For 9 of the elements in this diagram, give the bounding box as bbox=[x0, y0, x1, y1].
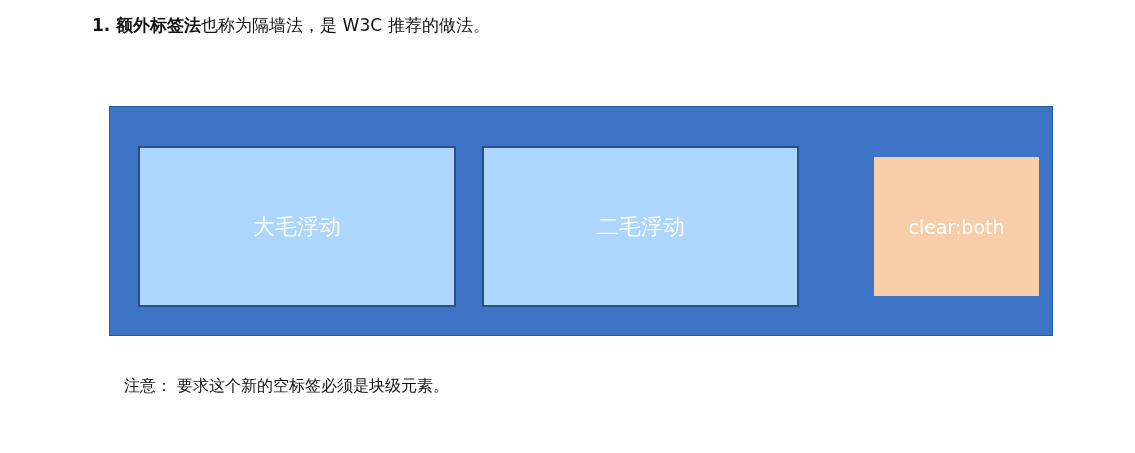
box-label: clear:both bbox=[908, 215, 1005, 238]
container-box bbox=[109, 106, 1053, 336]
heading: 1. 额外标签法也称为隔墙法，是 W3C 推荐的做法。 bbox=[92, 14, 490, 37]
box-label: 二毛浮动 bbox=[596, 212, 685, 241]
box-label: 大毛浮动 bbox=[253, 212, 341, 241]
float-box bbox=[138, 146, 456, 307]
clear-box bbox=[874, 157, 1039, 296]
note-text: 注意： 要求这个新的空标签必须是块级元素。 bbox=[124, 376, 450, 397]
float-box bbox=[482, 146, 799, 307]
